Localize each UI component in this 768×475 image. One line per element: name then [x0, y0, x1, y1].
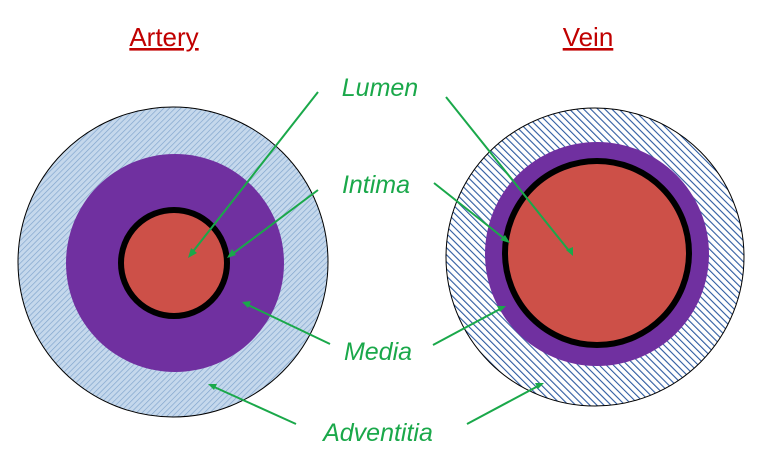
arrow-media-artery: [245, 303, 331, 345]
artery-intima: [118, 207, 230, 319]
vein-title: Vein: [563, 22, 614, 52]
arrow-adventitia-artery: [211, 385, 297, 425]
arrowhead-adventitia-artery: [208, 384, 217, 390]
arrowhead-adventitia-vein: [535, 383, 544, 389]
pointer-arrows: [190, 91, 571, 425]
vein-cross-section: [445, 107, 745, 407]
label-intima: Intima: [342, 171, 410, 199]
arrowhead-intima-vein: [500, 235, 510, 243]
label-lumen: Lumen: [342, 74, 418, 102]
artery-cross-section: [17, 106, 329, 418]
arrow-intima-vein: [433, 182, 507, 241]
arrow-media-vein: [432, 307, 503, 346]
arrow-lumen-artery: [190, 91, 319, 255]
arrowhead-intima-artery: [227, 249, 236, 258]
arrowhead-lumen-vein: [566, 247, 573, 256]
label-media: Media: [344, 338, 412, 366]
arrow-lumen-vein: [445, 96, 571, 253]
arrow-heads: [188, 235, 573, 390]
arrowhead-media-vein: [497, 306, 506, 312]
arrow-adventitia-vein: [466, 384, 541, 425]
arrowhead-lumen-artery: [188, 248, 197, 258]
artery-title: Artery: [129, 22, 198, 52]
label-adventitia: Adventitia: [321, 419, 433, 447]
vein-intima: [502, 158, 692, 348]
arrowhead-media-artery: [242, 301, 251, 308]
arrow-intima-artery: [230, 189, 319, 256]
